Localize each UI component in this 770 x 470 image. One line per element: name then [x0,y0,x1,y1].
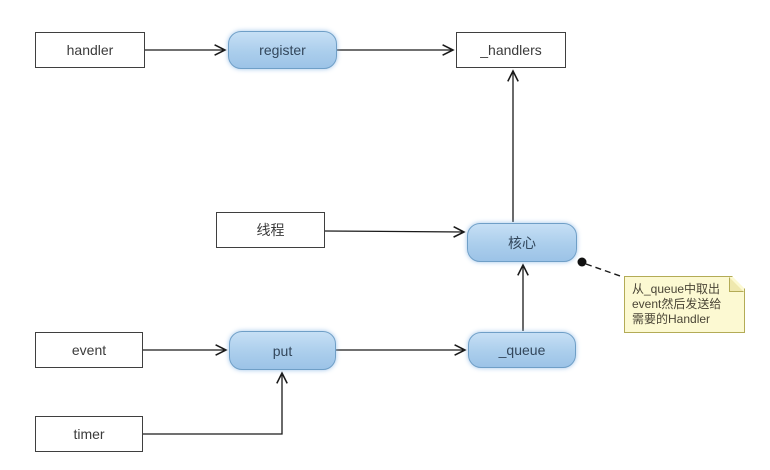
note-line: event然后发送给 [632,297,722,311]
node-handler: handler [35,32,145,68]
node-timer: timer [35,416,143,452]
node-thread: 线程 [216,212,325,248]
note-line: 需要的Handler [632,312,711,326]
edge-core-note-dashed [585,263,624,278]
node-handlers: _handlers [456,32,566,68]
note-line: 从_queue中取出 [632,282,721,296]
node-event: event [35,332,143,368]
edge-thread-core [324,231,464,232]
note-annotation: 从_queue中取出 event然后发送给 需要的Handler [624,276,745,333]
node-register: register [228,31,337,69]
edge-timer-put [143,373,282,435]
node-queue: _queue [468,332,576,368]
connector-dot [577,257,587,267]
node-core: 核心 [467,223,577,262]
node-put: put [229,331,336,370]
